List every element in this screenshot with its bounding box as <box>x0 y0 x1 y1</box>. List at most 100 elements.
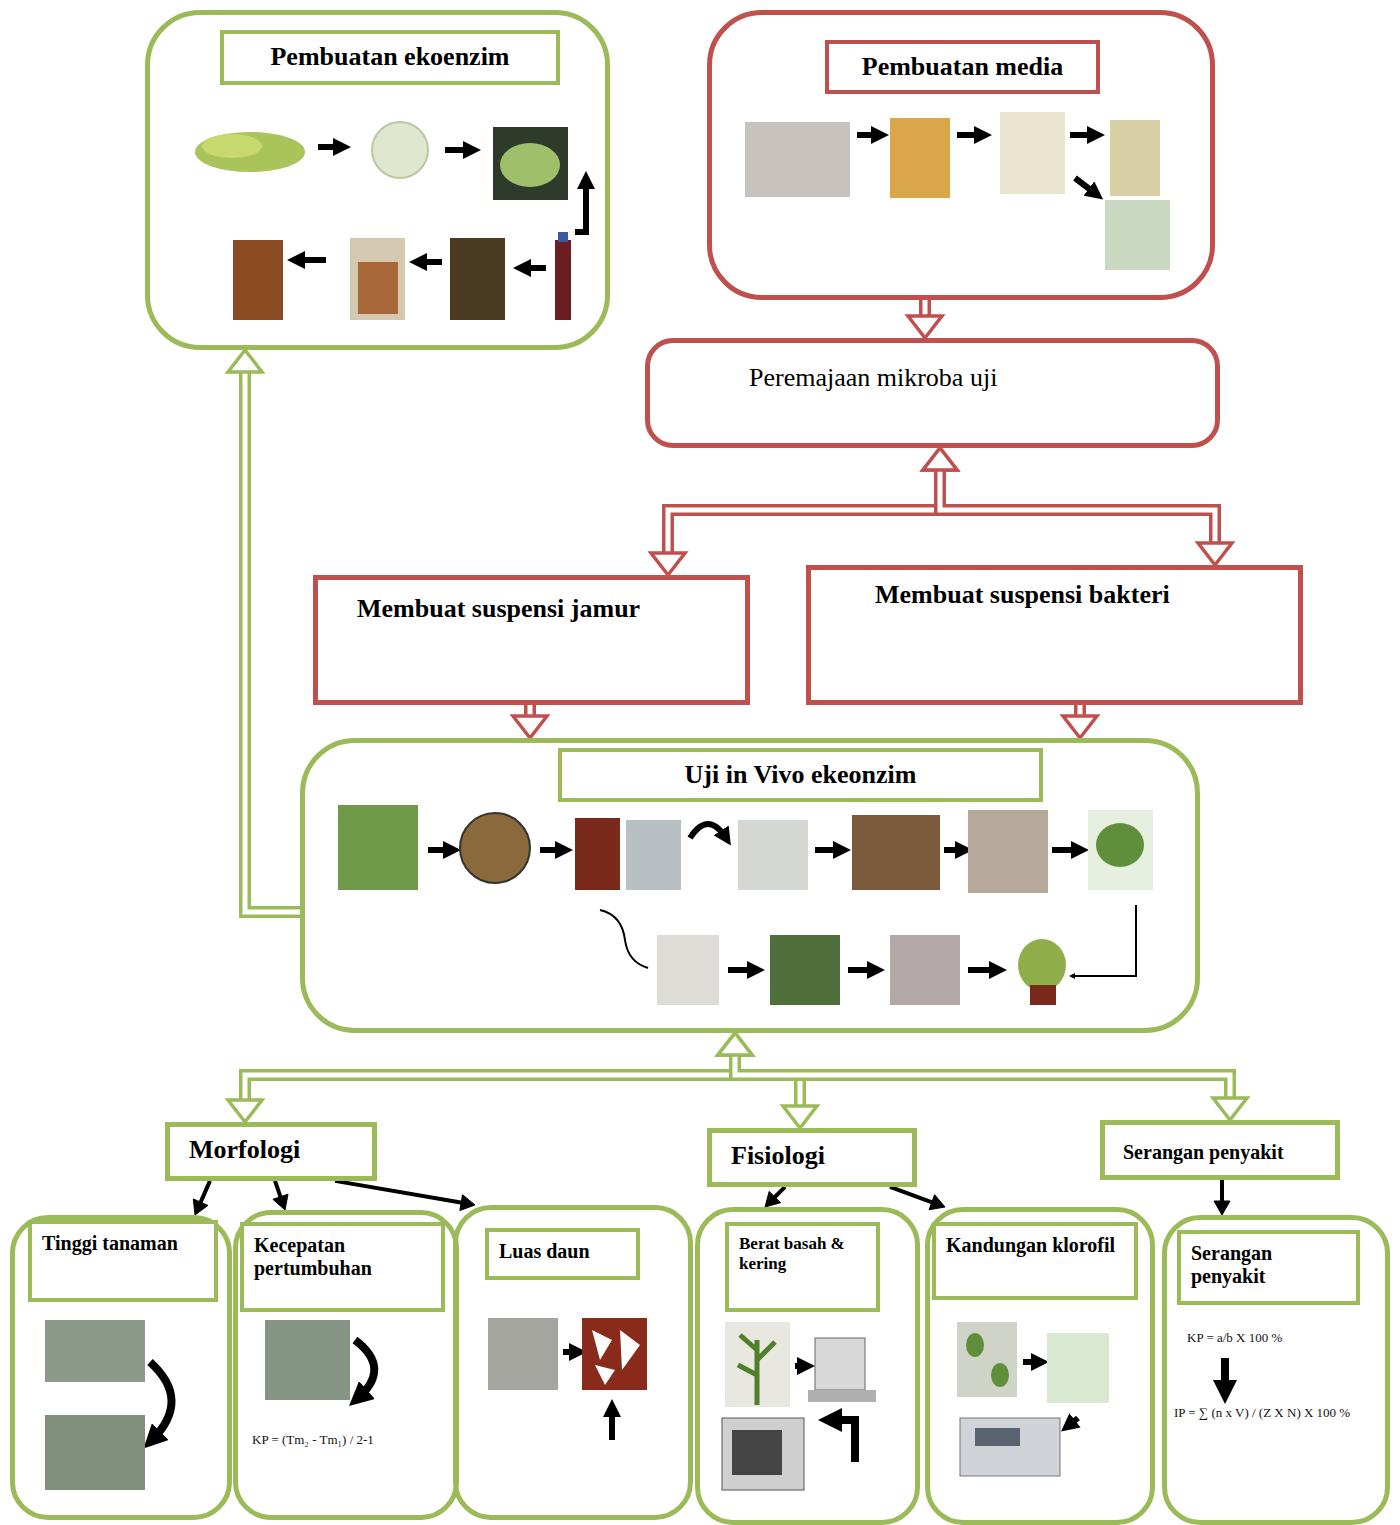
connector-line <box>890 1187 933 1203</box>
photo-arrow <box>1023 1359 1040 1365</box>
photo-arrow <box>522 265 546 271</box>
plant-photo <box>1018 939 1066 991</box>
planting-photo <box>968 810 1048 893</box>
connector-line <box>275 1181 281 1198</box>
arrow-head <box>228 1100 262 1122</box>
ecoenzyme-photo <box>233 240 283 320</box>
arrow-head <box>1214 1201 1230 1215</box>
process-box: Membuat suspensi bakteri <box>806 565 1303 705</box>
tube-photo <box>1047 1333 1109 1403</box>
arrow-head <box>923 448 957 470</box>
peel-photo <box>372 122 428 178</box>
oven-photo <box>732 1430 782 1475</box>
photo-arrow <box>1070 132 1096 138</box>
molasses-photo <box>555 240 571 320</box>
curve-line <box>600 910 648 968</box>
connector-arrow <box>1063 705 1097 738</box>
balance-photo <box>808 1390 876 1402</box>
photo-arrow <box>428 847 452 853</box>
arrow-head <box>783 1106 817 1128</box>
connector-arrow <box>513 705 547 738</box>
spectrophotometer-photo <box>960 1418 1060 1476</box>
title-label: Uji in Vivo ekeonzim <box>558 748 1043 802</box>
leaf-photo <box>582 1318 647 1390</box>
connector-core <box>940 469 1215 544</box>
category-box: Fisiologi <box>707 1128 917 1187</box>
node-label: Peremajaan mikroba uji <box>745 361 1001 395</box>
balance-photo <box>815 1338 865 1390</box>
connector-arrow <box>718 1033 1247 1120</box>
arrow-head <box>923 448 957 470</box>
connector-arrow <box>193 1181 210 1215</box>
bowl-photo <box>493 127 568 200</box>
process-box: Peremajaan mikroba uji <box>645 338 1220 448</box>
arrow-head <box>1063 716 1097 738</box>
media-photo <box>1000 112 1065 194</box>
title-label: Serangan penyakit <box>1177 1230 1360 1305</box>
parameter-box: Berat basah & kering <box>695 1207 920 1525</box>
media-photo <box>890 118 950 198</box>
photo-arrow <box>795 1363 806 1369</box>
seedling-photo <box>1088 810 1153 890</box>
photo-arrows <box>150 135 1225 1462</box>
photo-arrow <box>728 967 756 973</box>
connector-arrow <box>890 1187 945 1210</box>
photo-arrow <box>418 259 442 265</box>
photo-arrow <box>1075 178 1096 194</box>
connector-core <box>735 1054 1230 1099</box>
parameter-box: Kecepatan pertumbuhan <box>233 1210 459 1520</box>
soil-photo <box>852 815 940 890</box>
title-label: Pembuatan ekoenzim <box>220 30 560 85</box>
photo-arrow <box>445 147 472 153</box>
connector-arrow <box>335 1181 475 1211</box>
leaves-photo <box>966 1333 984 1357</box>
leaves-photo <box>957 1322 1017 1397</box>
arrow-head <box>929 1195 945 1210</box>
arrow-head <box>765 1191 781 1207</box>
connector-arrow <box>273 1181 288 1210</box>
parameter-box: Kandungan klorofil <box>925 1207 1155 1525</box>
connector-core <box>668 469 940 554</box>
connector-line <box>1220 1180 1224 1202</box>
photo-arrow <box>150 1362 172 1440</box>
oven-photo <box>722 1418 804 1490</box>
return-line <box>1072 905 1136 976</box>
arrow-head <box>718 1033 752 1055</box>
connector-outline <box>245 371 300 912</box>
banana-photo <box>195 132 305 172</box>
arrow-head <box>193 1199 208 1215</box>
arrow-head <box>651 553 685 575</box>
connector-outline <box>735 1054 1230 1099</box>
connector-outline <box>940 469 1215 544</box>
connector-line <box>200 1181 210 1203</box>
photo-arrow <box>830 1420 855 1462</box>
arrow-head <box>718 1033 752 1055</box>
title-label: Pembuatan media <box>825 40 1100 94</box>
arrow-head <box>1198 543 1232 565</box>
connector-core <box>245 371 300 912</box>
soak-photo <box>626 820 681 890</box>
plant-photo <box>725 1322 790 1407</box>
connector-arrow <box>923 448 1232 565</box>
plate-photo <box>1105 200 1170 270</box>
category-box: Morfologi <box>165 1122 377 1181</box>
jar-photo <box>450 238 505 320</box>
molasses-photo <box>558 232 568 242</box>
inoculation-photo <box>890 935 960 1005</box>
photo-arrow <box>968 967 998 973</box>
arrow-head <box>1213 1098 1247 1120</box>
plant-photo <box>770 935 840 1005</box>
connector-arrow <box>651 448 957 575</box>
leaves-photo <box>991 1363 1009 1387</box>
group-box: Uji in Vivo ekeonzim <box>300 738 1200 1033</box>
seed-photo <box>338 805 418 890</box>
plant-photo <box>1030 985 1056 1005</box>
photo-arrow <box>296 257 326 263</box>
photo-arrow <box>690 824 726 838</box>
group-box: Pembuatan media <box>707 10 1215 300</box>
photo-arrow <box>957 132 983 138</box>
cup-photo <box>575 818 620 890</box>
